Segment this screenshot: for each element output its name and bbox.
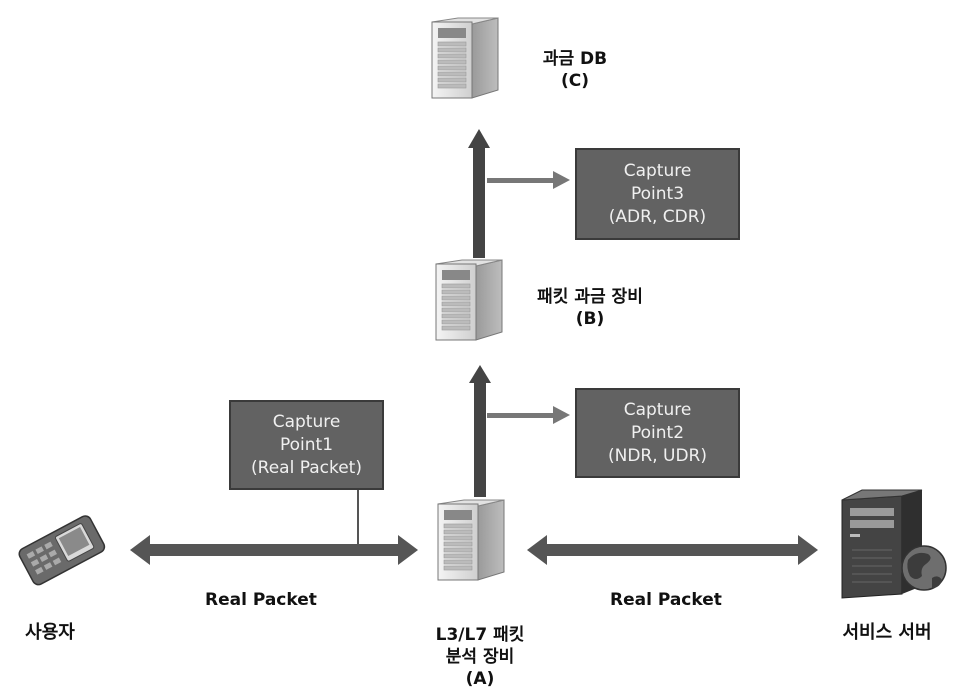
capture-point1-line1: Capture [272,411,341,432]
billing-db-label: 과금 DB (C) [520,48,630,92]
edge-label-right: Real Packet [610,590,722,610]
double-arrow-user-analyzer [130,535,418,565]
capture-point1-box: Capture Point1 (Real Packet) [229,400,384,490]
capture-point3-box: Capture Point3 (ADR, CDR) [575,148,740,240]
service-server-name: 서비스 서버 [842,622,932,643]
service-server-icon [841,489,947,599]
capture-point2-line2: Point2 [630,422,685,443]
double-arrow-analyzer-server [527,535,818,565]
analyzer-label: L3/L7 패킷 분석 장비 (A) [410,624,550,690]
capture-point2-line1: Capture [623,399,692,420]
analyzer-id: (A) [465,669,495,689]
user-name: 사용자 [25,622,75,643]
capture-point3-line3: (ADR, CDR) [608,206,707,227]
billing-db-id: (C) [560,71,589,91]
arrow-to-capture-point3 [487,171,570,189]
service-server-label: 서비스 서버 [822,622,952,644]
packet-billing-id: (B) [575,309,605,329]
mobile-phone-icon [18,515,106,586]
user-label: 사용자 [10,622,90,644]
analyzer-name-line1: L3/L7 패킷 [435,625,525,645]
capture-point2-line3: (NDR, UDR) [607,445,708,466]
capture-point3-line2: Point3 [630,183,685,204]
arrow-to-capture-point2 [487,406,570,424]
capture-point2-box: Capture Point2 (NDR, UDR) [575,388,740,478]
arrow-analyzer-to-billing [469,365,491,497]
arrow-billing-to-db [468,129,490,258]
edge-label-left: Real Packet [205,590,317,610]
billing-db-server-icon [431,17,499,99]
analyzer-server-icon [437,499,505,581]
packet-billing-label: 패킷 과금 장비 (B) [515,286,665,330]
packet-billing-server-icon [435,259,503,341]
capture-point1-line2: Point1 [279,434,334,455]
capture-point1-line3: (Real Packet) [251,457,362,478]
analyzer-name-line2: 분석 장비 [445,647,515,667]
packet-billing-name: 패킷 과금 장비 [537,287,643,307]
capture-point3-line1: Capture [623,160,692,181]
billing-db-name: 과금 DB [542,49,608,69]
